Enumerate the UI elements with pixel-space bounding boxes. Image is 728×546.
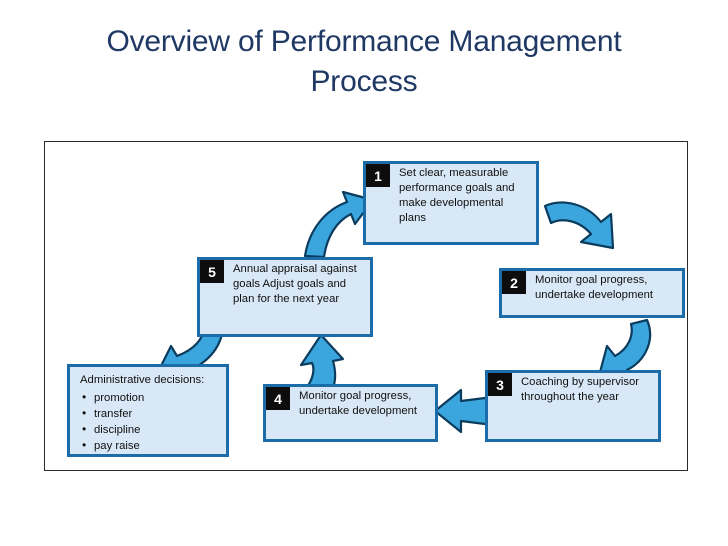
step-text: Annual appraisal against goals Adjust go… — [233, 263, 357, 305]
process-diagram-frame: 1 Set clear, measurable performance goal… — [44, 141, 688, 471]
admin-content: Administrative decisions: promotion tran… — [70, 367, 226, 460]
step-number-badge: 5 — [200, 260, 224, 283]
list-item: pay raise — [80, 437, 220, 454]
list-item: promotion — [80, 389, 220, 406]
admin-heading: Administrative decisions: — [80, 374, 205, 386]
admin-decision-list: promotion transfer discipline pay raise — [80, 389, 220, 454]
step-text: Coaching by supervisor throughout the ye… — [521, 376, 640, 403]
list-item: transfer — [80, 405, 220, 422]
process-step-1[interactable]: 1 Set clear, measurable performance goal… — [363, 161, 539, 245]
list-item: discipline — [80, 421, 220, 438]
step-text: Monitor goal progress, undertake develop… — [299, 390, 418, 417]
step-number-badge: 3 — [488, 373, 512, 396]
step-number-badge: 4 — [266, 387, 290, 410]
arrow-step1-to-step2 — [543, 201, 615, 250]
page-title: Overview of Performance Management Proce… — [106, 25, 622, 98]
process-step-4[interactable]: 4 Monitor goal progress, undertake devel… — [263, 384, 438, 442]
step-number-badge: 1 — [366, 164, 390, 187]
process-step-3[interactable]: 3 Coaching by supervisor throughout the … — [485, 370, 661, 442]
administrative-decisions-box[interactable]: Administrative decisions: promotion tran… — [67, 364, 229, 457]
step-text: Set clear, measurable performance goals … — [399, 167, 515, 224]
process-step-2[interactable]: 2 Monitor goal progress, undertake devel… — [499, 268, 685, 318]
process-step-5[interactable]: 5 Annual appraisal against goals Adjust … — [197, 257, 373, 337]
diagram-canvas: 1 Set clear, measurable performance goal… — [45, 142, 687, 470]
step-number-badge: 2 — [502, 271, 526, 294]
step-text: Monitor goal progress, undertake develop… — [535, 274, 654, 301]
